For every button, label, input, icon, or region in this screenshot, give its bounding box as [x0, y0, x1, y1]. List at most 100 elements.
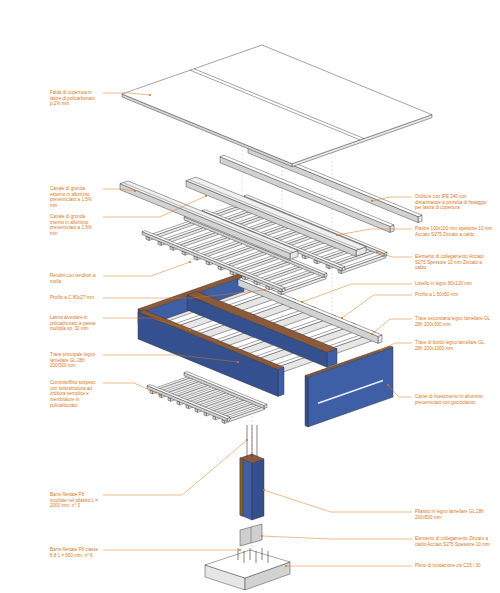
leader-line	[302, 284, 412, 302]
callout-label: Pilastro in legno lamellare GL 28h 200x5…	[415, 509, 493, 520]
callout-label: Canale di gronda esterno in alluminio pr…	[50, 186, 100, 209]
leader-line	[262, 536, 412, 539]
threaded-rod	[256, 551, 257, 563]
leader-dot	[376, 251, 378, 253]
timber-column	[240, 458, 243, 516]
connection-plate	[240, 524, 262, 546]
roof-ridge	[190, 70, 360, 140]
plate-slot	[251, 527, 252, 543]
callout-label: Pendini con tenditori a molla	[50, 273, 100, 284]
threaded-rod	[250, 548, 251, 560]
leader-line	[103, 355, 238, 362]
leader-dot	[189, 329, 191, 331]
leader-dot	[159, 394, 161, 396]
comb-slat	[278, 275, 326, 292]
threaded-rod	[268, 551, 269, 563]
leader-line	[388, 385, 412, 397]
threaded-rod	[252, 425, 253, 457]
leader-dot	[371, 200, 373, 202]
callout-label: Trave secondaria legno lamellare GL 28h …	[415, 316, 493, 327]
leader-dot	[261, 535, 263, 537]
leader-dot	[189, 261, 191, 263]
leader-line	[372, 197, 412, 201]
outer-gutter	[120, 184, 290, 260]
leader-dot	[263, 489, 265, 491]
leader-line	[103, 290, 265, 298]
leader-dot	[239, 549, 241, 551]
leader-line	[103, 262, 190, 276]
callout-label: Falda di copertura in lastre di policarb…	[50, 90, 100, 107]
leader-dot	[264, 289, 266, 291]
callout-label: Barre filettate F8 classe 8.8 L = 650 mm…	[50, 547, 100, 558]
roof-ridge	[194, 69, 364, 139]
leader-dot	[285, 565, 287, 567]
ipe-purlin	[220, 155, 394, 226]
drip-strip	[318, 381, 383, 404]
l-profile	[238, 278, 382, 337]
leader-line	[103, 93, 150, 95]
leader-line	[103, 318, 190, 330]
leader-line	[286, 566, 412, 567]
callout-label: Piastre 100x100 mm spessore 10 mm Acciai…	[415, 226, 493, 237]
callout-label: Controsoffitto sospeso con sottostruttur…	[50, 380, 100, 409]
callout-label: Elemento di collegamento Zincato a caldo…	[415, 536, 493, 547]
callout-label: Trave di bordo legno lamellare GL 28h 20…	[415, 340, 493, 351]
leader-line	[103, 440, 247, 495]
leader-dot	[341, 317, 343, 319]
gutter-edge	[123, 183, 293, 253]
leader-line	[372, 319, 412, 334]
comb-slat	[341, 255, 386, 274]
threaded-rod	[247, 425, 248, 457]
leader-line	[381, 343, 412, 350]
callout-label: Barre filettate F8 incollate nel pilastr…	[50, 492, 100, 509]
leader-dot	[237, 361, 239, 363]
leader-line	[342, 295, 412, 318]
foundation-plinth	[205, 550, 290, 578]
ceiling-slat	[225, 406, 265, 423]
callout-label: Profilo a C 80x27 mm	[50, 295, 100, 301]
threaded-rod	[262, 548, 263, 560]
gutter-edge	[189, 180, 359, 250]
timber-column	[240, 458, 252, 520]
leader-dot	[387, 384, 389, 386]
leader-dot	[246, 439, 248, 441]
leader-line	[103, 196, 206, 217]
leader-dot	[134, 190, 136, 192]
threaded-rod	[257, 425, 258, 457]
leader-dot	[371, 333, 373, 335]
comb-slat	[338, 254, 386, 271]
callout-label: Elemento di collegamento Acciaio S275 Sp…	[415, 254, 493, 271]
l-profile	[238, 279, 378, 343]
timber-column	[252, 459, 264, 520]
edge-beam	[278, 367, 284, 396]
ceiling-rail	[147, 386, 227, 422]
main-beam	[187, 291, 337, 352]
callout-label: Orditure con IPE 240 con distanziatore a…	[415, 194, 493, 211]
comb-slat	[281, 276, 326, 295]
cladding-carter	[305, 346, 393, 377]
leader-line	[377, 252, 412, 257]
leader-dot	[149, 94, 151, 96]
leader-line	[103, 550, 240, 551]
leader-line	[264, 490, 412, 512]
threaded-rod	[244, 551, 245, 563]
cladding-carter	[305, 376, 308, 427]
callout-label: Carter di rivestimento in alluminio prev…	[415, 394, 493, 405]
callout-label: Canale di gronda interno in alluminio pr…	[50, 214, 100, 237]
leader-dot	[205, 195, 207, 197]
inner-gutter	[186, 177, 366, 250]
callout-label: Listello in legno 80x120 mm	[415, 281, 493, 287]
leader-line	[337, 229, 412, 235]
callout-label: Lastra alveolare in policarbonato a pare…	[50, 315, 100, 332]
leader-dot	[336, 234, 338, 236]
callout-label: Plinto di fondazione cls C25 / 30	[415, 563, 493, 569]
leader-dot	[380, 349, 382, 351]
leader-dot	[301, 301, 303, 303]
callout-label: Trave principale legno lamellare GL 28h …	[50, 352, 100, 369]
leader-line	[103, 383, 160, 395]
roof-panel	[122, 45, 432, 164]
callout-label: Profilo a L 50x50 mm	[415, 292, 493, 298]
cladding-carter	[308, 347, 393, 427]
